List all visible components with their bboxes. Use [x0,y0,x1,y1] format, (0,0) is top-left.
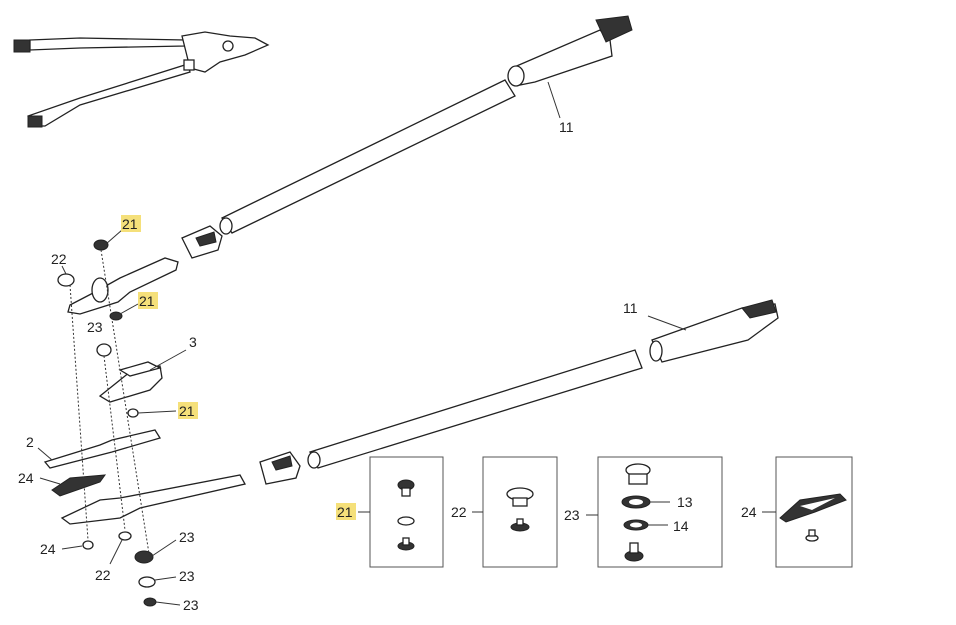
callout-23-b: 23 [179,568,195,584]
callout-23-a: 23 [179,529,195,545]
lower-handle [259,299,779,485]
callout-2: 2 [26,434,34,450]
kit-24-label: 24 [741,504,757,520]
callout-labels: 11 11 21 21 21 22 23 3 2 24 24 22 23 23 … [18,119,638,613]
callout-22-upper: 22 [51,251,67,267]
upper-handle [181,15,633,259]
callout-21-washer: 21 [179,403,195,419]
callout-23-upper: 23 [87,319,103,335]
kit-21: 21 [336,456,444,568]
callout-11-upper: 11 [559,119,574,135]
kit-23-label: 23 [564,507,580,523]
kit-23: 23 13 14 [564,456,723,568]
callout-23-bolt: 23 [183,597,199,613]
kit-24: 24 [741,456,853,568]
kit-22-label: 22 [451,504,467,520]
callout-22-lower: 22 [95,567,111,583]
lopper-overview-thumbnail [13,31,270,128]
kit-23-sublabel-13: 13 [677,494,693,510]
kit-22: 22 [451,456,558,568]
callout-24-screw: 24 [40,541,56,557]
head-assembly [37,229,246,607]
callout-21-top: 21 [122,216,138,232]
callout-3: 3 [189,334,197,350]
kit-23-sublabel-14: 14 [673,518,689,534]
kit-21-label: 21 [337,504,353,520]
callout-11-lower: 11 [623,300,638,316]
callout-24-bumper: 24 [18,470,34,486]
callout-21-mid: 21 [139,293,155,309]
